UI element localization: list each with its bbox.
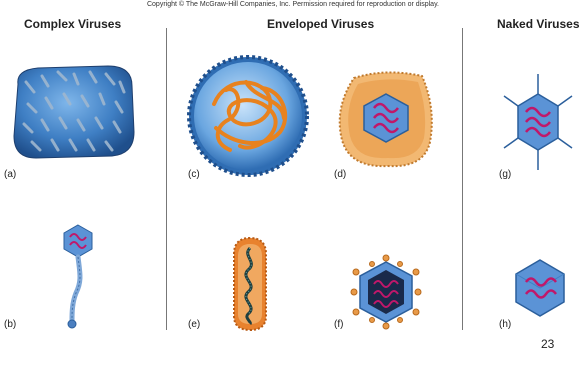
naked-virus-with-fibers-illustration xyxy=(498,72,578,172)
label-g: (g) xyxy=(499,169,511,180)
enveloped-virus-spiked-illustration xyxy=(186,54,310,178)
heading-enveloped-viruses: Enveloped Viruses xyxy=(267,17,374,31)
enveloped-rod-virus-illustration xyxy=(228,236,272,332)
label-a: (a) xyxy=(4,169,16,180)
complex-virus-brick-illustration xyxy=(8,62,140,162)
naked-icosahedral-virus-illustration xyxy=(512,258,568,318)
label-e: (e) xyxy=(188,319,200,330)
label-h: (h) xyxy=(499,319,511,330)
heading-naked-viruses: Naked Viruses xyxy=(497,17,580,31)
enveloped-icosahedral-virus-illustration xyxy=(334,68,438,172)
copyright-notice: Copyright © The McGraw-Hill Companies, I… xyxy=(0,1,586,8)
label-b: (b) xyxy=(4,319,16,330)
label-d: (d) xyxy=(334,169,346,180)
label-f: (f) xyxy=(334,319,343,330)
heading-complex-viruses: Complex Viruses xyxy=(24,17,121,31)
page-number: 23 xyxy=(541,337,554,351)
divider-left xyxy=(166,28,167,330)
divider-right xyxy=(462,28,463,330)
bacteriophage-illustration xyxy=(58,223,98,331)
label-c: (c) xyxy=(188,169,200,180)
icosahedral-spiked-virus-illustration xyxy=(348,254,424,330)
